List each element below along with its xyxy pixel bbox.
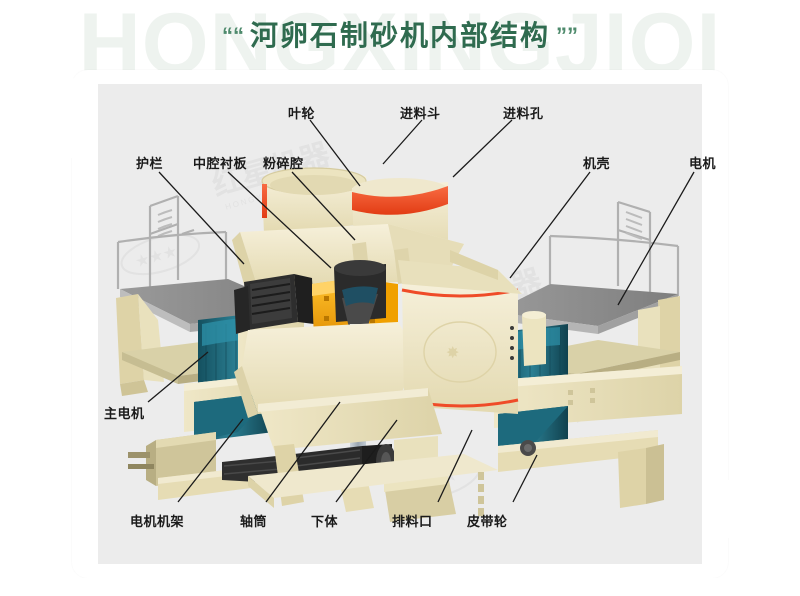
label-lower-body: 下体 xyxy=(311,514,339,529)
svg-text:✸: ✸ xyxy=(446,343,459,362)
machine-body: ✸ xyxy=(222,167,546,522)
label-machine-shell: 机壳 xyxy=(583,156,611,171)
quote-open-icon: ““ xyxy=(221,23,244,48)
label-feed-hole: 进料孔 xyxy=(503,106,544,121)
page-title: ““河卵石制砂机内部结构”” xyxy=(0,14,800,64)
label-motor: 电机 xyxy=(689,156,717,171)
decoration-right-pill-2 xyxy=(706,508,800,538)
quote-close-icon: ”” xyxy=(556,23,578,48)
bottom-white-strip xyxy=(0,578,800,596)
label-impeller: 叶轮 xyxy=(288,106,316,121)
label-belt-pulley: 皮带轮 xyxy=(467,514,508,529)
svg-text:★★★: ★★★ xyxy=(133,241,180,271)
label-guardrail: 护栏 xyxy=(136,156,164,171)
right-platform xyxy=(494,200,682,508)
label-discharge-port: 排料口 xyxy=(392,514,433,529)
machine-cutaway-illustration: ★★★ 红星机器 HONGXING MACHINERY 红星机器 HONGXIN… xyxy=(116,138,682,522)
label-main-motor: 主电机 xyxy=(104,406,145,421)
label-shaft-barrel: 轴筒 xyxy=(240,514,268,529)
label-feed-hopper: 进料斗 xyxy=(400,106,441,121)
label-motor-frame: 电机机架 xyxy=(130,514,185,529)
label-middle-cavity-liner: 中腔衬板 xyxy=(193,156,248,171)
page-title-text: 河卵石制砂机内部结构 xyxy=(249,20,550,51)
label-crushing-chamber: 粉碎腔 xyxy=(263,156,304,171)
diagram-panel: ★★★ 红星机器 HONGXING MACHINERY 红星机器 HONGXIN… xyxy=(98,84,702,564)
